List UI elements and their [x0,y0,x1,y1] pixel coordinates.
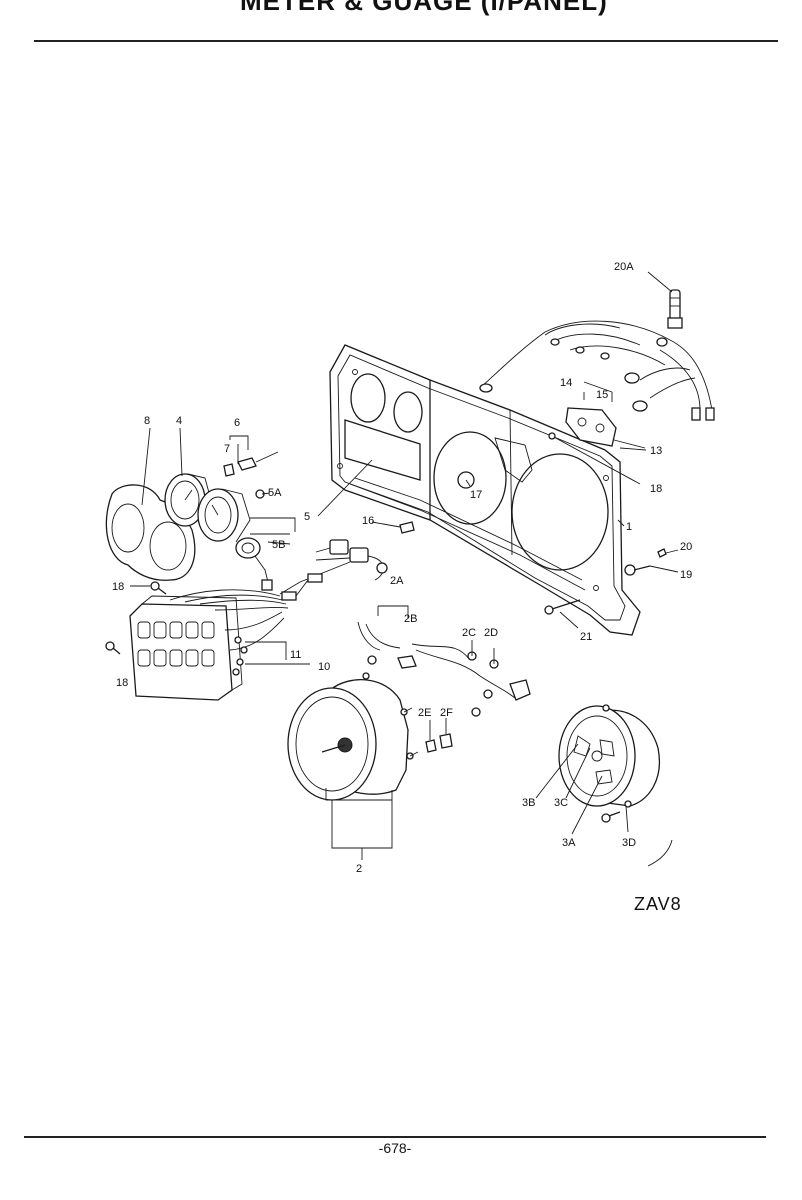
header-rule [34,40,778,42]
callout-16: 16 [362,515,374,527]
callout-2: 2 [356,863,362,875]
warning-panel-10 [129,573,323,701]
callout-2b: 2B [404,613,417,625]
callout-3b: 3B [522,797,535,809]
callout-21: 21 [580,631,592,643]
callout-7: 7 [224,443,230,455]
callout-4: 4 [176,415,182,427]
module-13 [565,407,646,449]
callout-6: 6 [234,417,240,429]
sender-5b [235,537,273,591]
callout-5a: 5A [268,487,282,499]
callout-2e: 2E [418,707,431,719]
callout-20a: 20A [614,261,634,273]
callout-18b: 18 [112,581,124,593]
fasteners-right [371,432,679,629]
speedometer-2 [287,672,419,860]
callout-20: 20 [680,541,692,553]
page-number: -678- [378,1140,412,1156]
diagram-code: ZAV8 [634,894,682,914]
warning-lamp-grid [137,621,215,667]
instrument-panel [329,344,641,636]
callout-13: 13 [650,445,662,457]
callout-3d: 3D [622,837,636,849]
leader-lines [130,381,647,665]
callout-10: 10 [318,661,330,673]
callout-5b: 5B [272,539,285,551]
callout-8: 8 [144,415,150,427]
gauge-5 [197,488,251,543]
clip-20a [647,271,683,329]
page-title: METER & GUAGE (I/PANEL) [240,0,608,16]
callout-11: 11 [290,649,301,661]
callout-2d: 2D [484,627,498,639]
connector-harness-mid [279,539,388,595]
callout-14: 14 [560,377,572,389]
callout-18a: 18 [650,483,662,495]
callout-18c: 18 [116,677,128,689]
wiring-harness-top [479,320,715,421]
tachometer-3 [535,704,673,867]
callout-5: 5 [304,511,310,523]
footer-rule [24,1136,766,1138]
callout-2c: 2C [462,627,476,639]
callout-15: 15 [596,389,608,401]
callout-2a: 2A [390,575,404,587]
callout-19: 19 [680,569,692,581]
callout-17: 17 [470,489,482,501]
callout-1: 1 [626,521,632,533]
callout-3c: 3C [554,797,568,809]
speedometer-wiring [357,605,531,753]
callout-2f: 2F [440,707,453,719]
callout-3a: 3A [562,837,576,849]
bulb-6-7 [223,451,279,499]
callout-labels: 20A 14 15 13 18 1 20 19 21 17 16 8 4 6 7… [112,261,692,875]
fasteners-left [105,581,167,655]
